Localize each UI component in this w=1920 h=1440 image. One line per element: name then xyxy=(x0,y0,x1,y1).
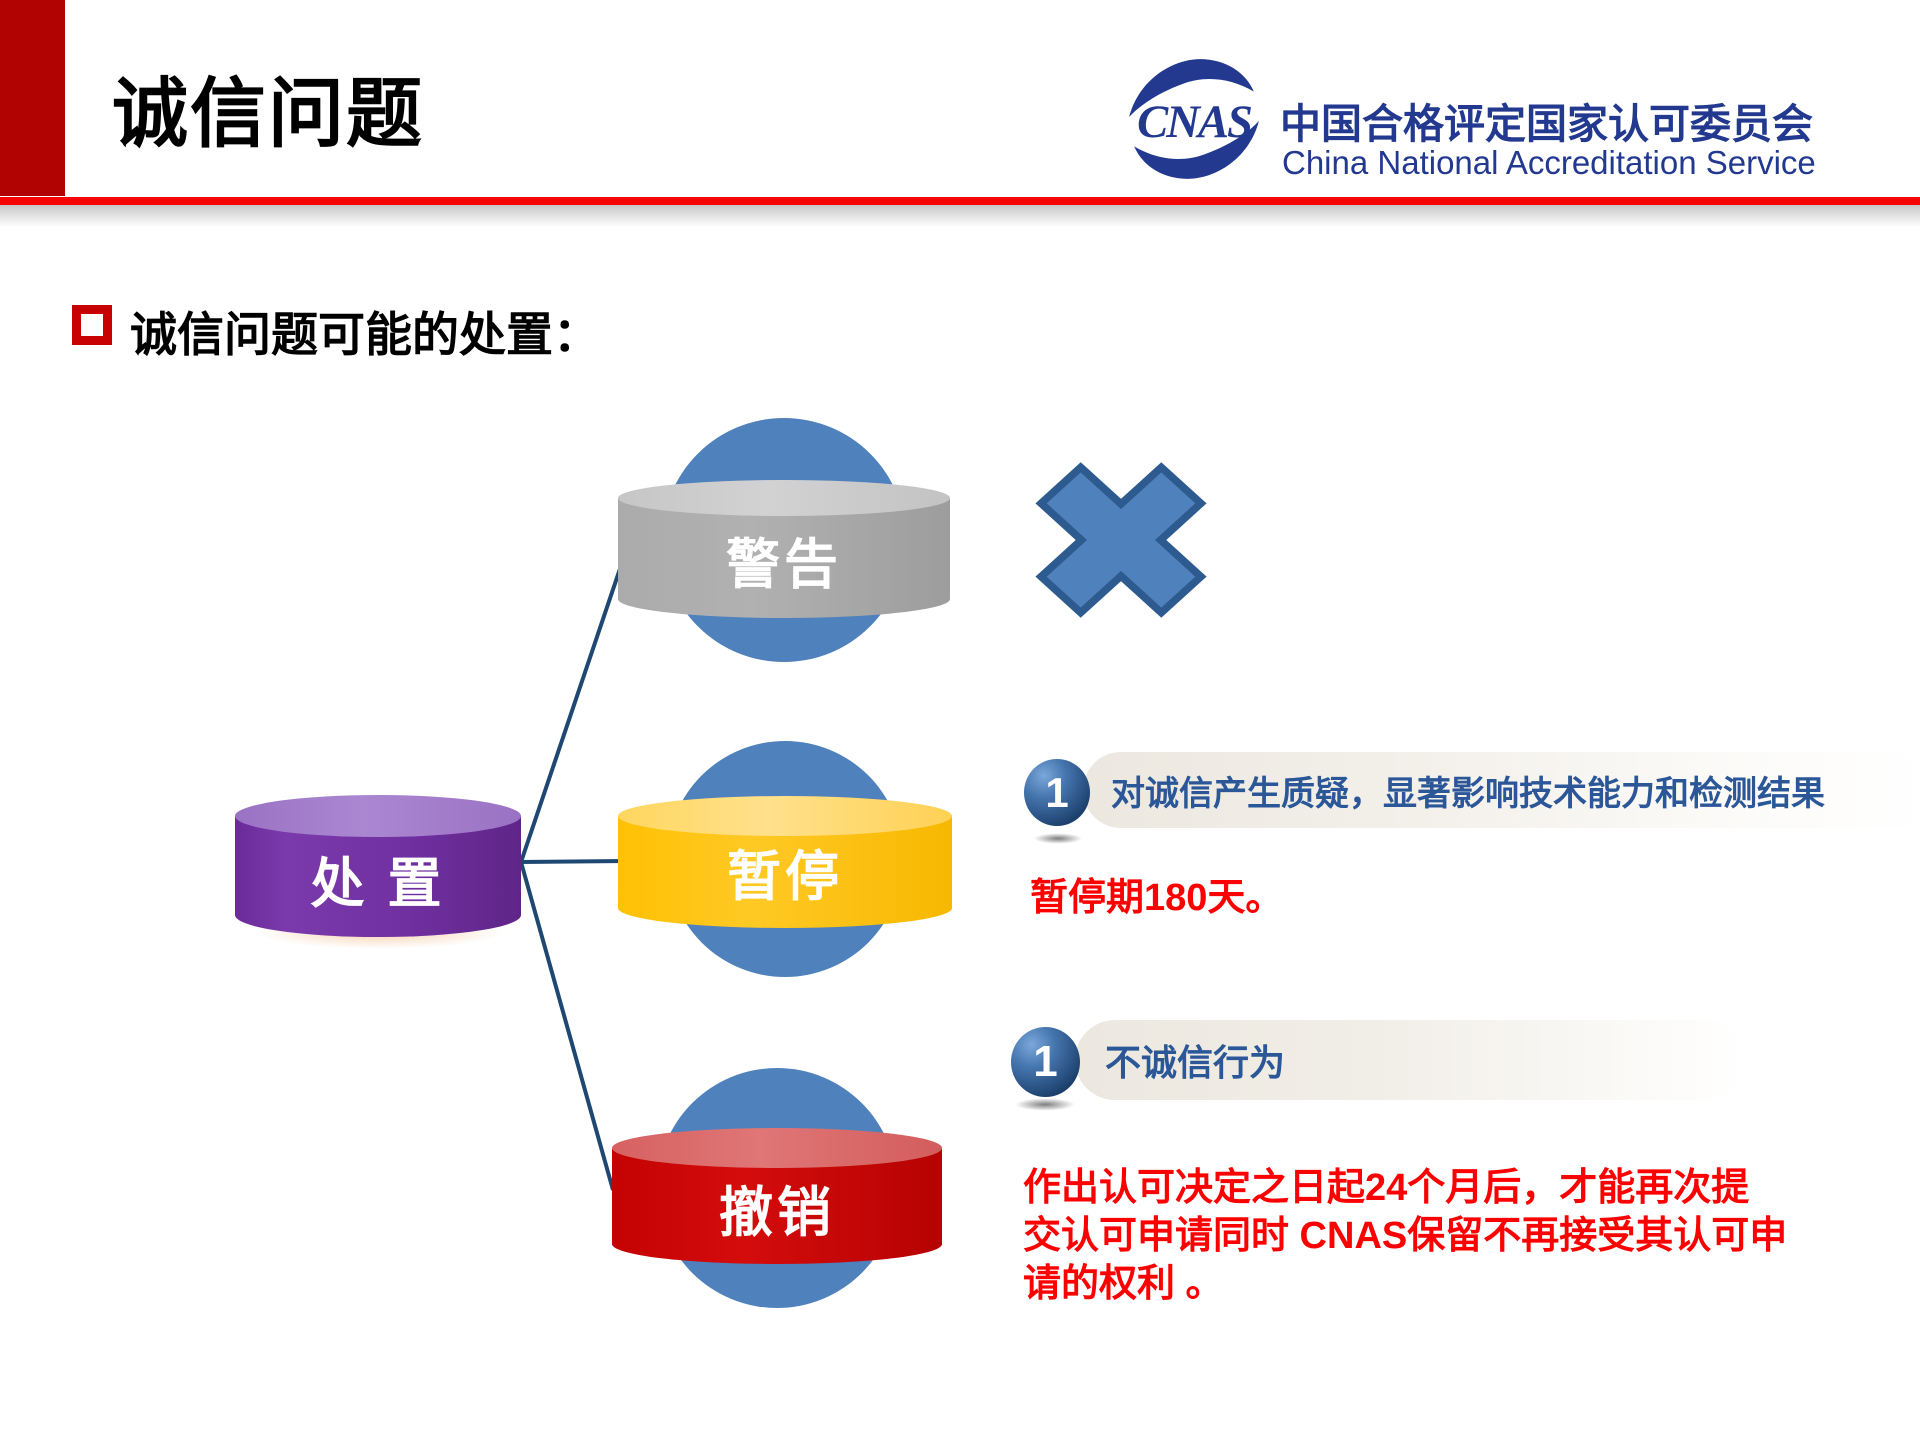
suspend-cylinder-top xyxy=(618,796,952,836)
revoke-badge: 1 xyxy=(1011,1027,1080,1097)
svg-text:CNAS: CNAS xyxy=(1137,96,1251,148)
hub-label: 处 置 xyxy=(310,854,446,914)
revoke-badge-shadow xyxy=(1014,1098,1076,1111)
suspend-cylinder: 暂停 xyxy=(618,796,952,928)
section-heading: 诚信问题可能的处置： xyxy=(130,308,600,361)
suspend-note: 暂停期180天。 xyxy=(1030,877,1284,919)
suspend-banner-text: 对诚信产生质疑，显著影响技术能力和检测结果 xyxy=(1111,774,1825,813)
cnas-logo-icon: CNAS xyxy=(1129,59,1259,179)
header-rule-shadow xyxy=(0,205,1920,227)
suspend-banner: 对诚信产生质疑，显著影响技术能力和检测结果 xyxy=(1083,752,1920,828)
header-rule xyxy=(0,197,1920,205)
hub-cylinder-top xyxy=(235,795,521,837)
warning-cylinder: 警告 xyxy=(618,480,950,618)
suspend-badge: 1 xyxy=(1024,759,1090,826)
revoke-banner-text: 不诚信行为 xyxy=(1105,1042,1286,1083)
hub-cylinder: 处 置 xyxy=(235,795,521,937)
revoke-label: 撤销 xyxy=(719,1183,835,1243)
revoke-cylinder-top xyxy=(612,1128,942,1168)
revoke-note: 作出认可决定之日起24个月后，才能再次提 交认可申请同时 CNAS保留不再接受其… xyxy=(1023,1167,1788,1305)
suspend-badge-shadow xyxy=(1033,833,1083,844)
warning-cylinder-top xyxy=(618,480,950,516)
logo-org-name-en: China National Accreditation Service xyxy=(1282,144,1816,181)
page-title: 诚信问题 xyxy=(112,72,424,157)
logo-org-name-cn: 中国合格评定国家认可委员会 xyxy=(1280,101,1813,147)
accent-bar xyxy=(0,0,65,196)
bullet-square-icon xyxy=(72,305,112,345)
suspend-label: 暂停 xyxy=(727,847,843,907)
revoke-cylinder: 撤销 xyxy=(612,1128,942,1264)
x-mark-icon xyxy=(1035,462,1207,618)
warning-cylinder-body xyxy=(618,498,950,618)
revoke-banner: 不诚信行为 xyxy=(1075,1020,1743,1100)
warning-label: 警告 xyxy=(726,535,842,595)
